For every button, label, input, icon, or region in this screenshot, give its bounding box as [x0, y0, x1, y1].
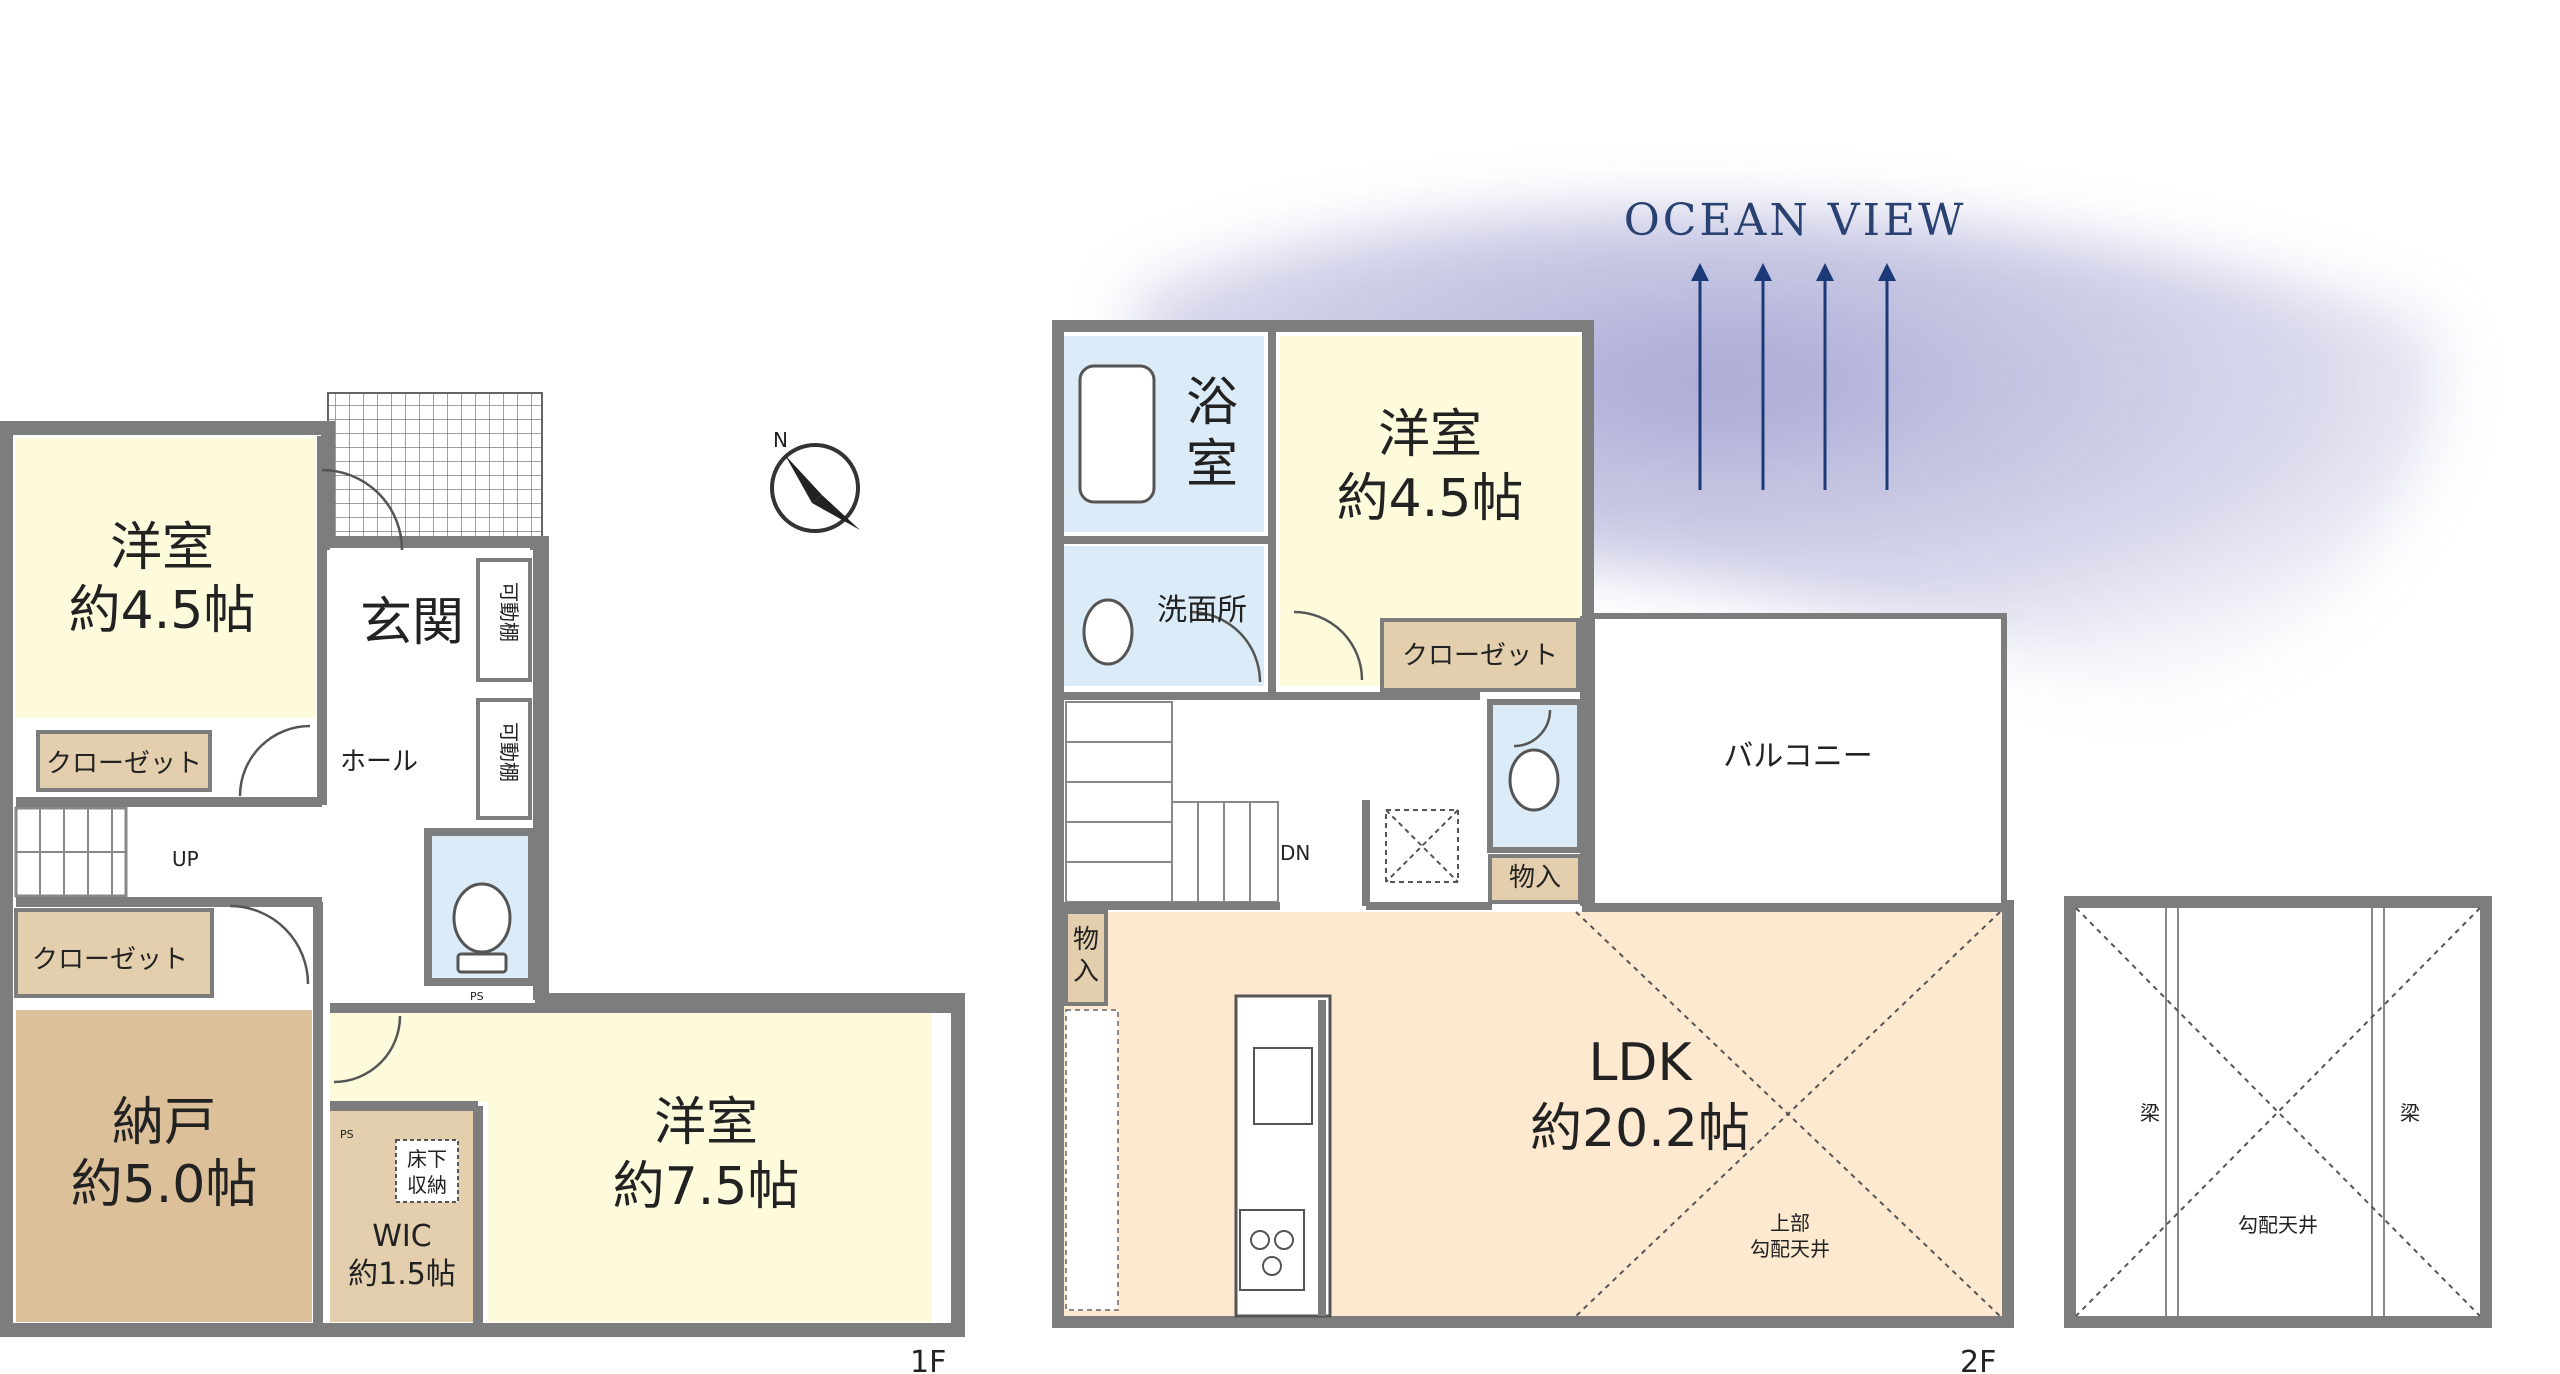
entrance-label: 玄関	[360, 593, 464, 653]
room-se	[488, 1012, 932, 1322]
ocean-view-label: OCEAN VIEW	[1624, 195, 1967, 246]
beam-left-label: 梁	[2140, 1101, 2160, 1125]
ldk	[1064, 912, 2002, 1316]
washroom-label: 洗面所	[1157, 593, 1247, 628]
roof-plan: 梁 梁 勾配天井	[2064, 896, 2492, 1328]
room-nw-size: 約4.5帖	[69, 581, 256, 641]
closet-a	[36, 730, 212, 792]
room-se-name: 洋室	[654, 1093, 758, 1153]
floor2-label: 2F	[1960, 1345, 1996, 1374]
bedroom-2f-name: 洋室	[1378, 405, 1482, 465]
floor-storage-line1: 床下	[407, 1147, 447, 1171]
floor-2: 浴 室 洗面所 洋室 約4.5帖 クローゼット バルコニー DN 物入 物 入 …	[1052, 320, 2014, 1374]
compass-icon: N	[770, 428, 860, 533]
up-label: UP	[172, 847, 199, 871]
ps-label-a: PS	[470, 990, 484, 1003]
stairs-2f	[1065, 701, 1279, 903]
roof-ceiling-label: 勾配天井	[2238, 1213, 2318, 1237]
floor-1: PS 床下 収納 PS 洋室 約4.5帖 玄関	[0, 392, 965, 1374]
closet-a-label: クローゼット	[46, 749, 202, 779]
ceiling-line2: 勾配天井	[1750, 1237, 1830, 1261]
bath-line1: 浴	[1186, 373, 1238, 433]
ldk-size: 約20.2帖	[1530, 1099, 1750, 1159]
bedroom-2f-size: 約4.5帖	[1337, 469, 1524, 529]
storage-name: 納戸	[112, 1093, 216, 1153]
shelf-b-label: 可動棚	[497, 722, 521, 782]
floor1-label: 1F	[910, 1345, 946, 1374]
shelf-a	[476, 558, 532, 682]
storage-b-line1: 物	[1073, 925, 1099, 955]
storage-room	[16, 1010, 312, 1322]
hall-label: ホール	[340, 747, 418, 777]
dn-label: DN	[1280, 841, 1310, 865]
wic-size: 約1.5帖	[348, 1257, 456, 1292]
storage-b-2f	[1064, 910, 1108, 1006]
ps-label-b: PS	[340, 1128, 354, 1141]
closet-2f-label: クローゼット	[1402, 641, 1558, 671]
storage-a-2f	[1488, 854, 1582, 904]
bath-line2: 室	[1186, 435, 1238, 495]
closet-b	[14, 908, 214, 998]
porch-tiles	[327, 392, 543, 544]
closet-b-label: クローゼット	[32, 945, 188, 975]
balcony-label: バルコニー	[1723, 739, 1872, 774]
room-se-size: 約7.5帖	[613, 1157, 800, 1217]
shelf-b	[476, 698, 532, 820]
wic-name: WIC	[372, 1219, 431, 1254]
ldk-name: LDK	[1588, 1033, 1693, 1093]
floor-storage	[395, 1139, 459, 1203]
room-nw	[16, 438, 316, 718]
beam-right-label: 梁	[2400, 1101, 2420, 1125]
closet-2f	[1380, 618, 1580, 692]
storage-size: 約5.0帖	[71, 1155, 258, 1215]
shelf-a-label: 可動棚	[497, 582, 521, 642]
view-arrows	[1691, 263, 1896, 490]
storage-a-label: 物入	[1509, 863, 1561, 893]
ceiling-line1: 上部	[1770, 1211, 1810, 1235]
balcony	[1589, 613, 2007, 909]
storage-b-line2: 入	[1073, 957, 1099, 987]
room-nw-name: 洋室	[110, 518, 214, 578]
floor-storage-line2: 収納	[407, 1173, 447, 1197]
compass-north-label: N	[773, 428, 788, 452]
